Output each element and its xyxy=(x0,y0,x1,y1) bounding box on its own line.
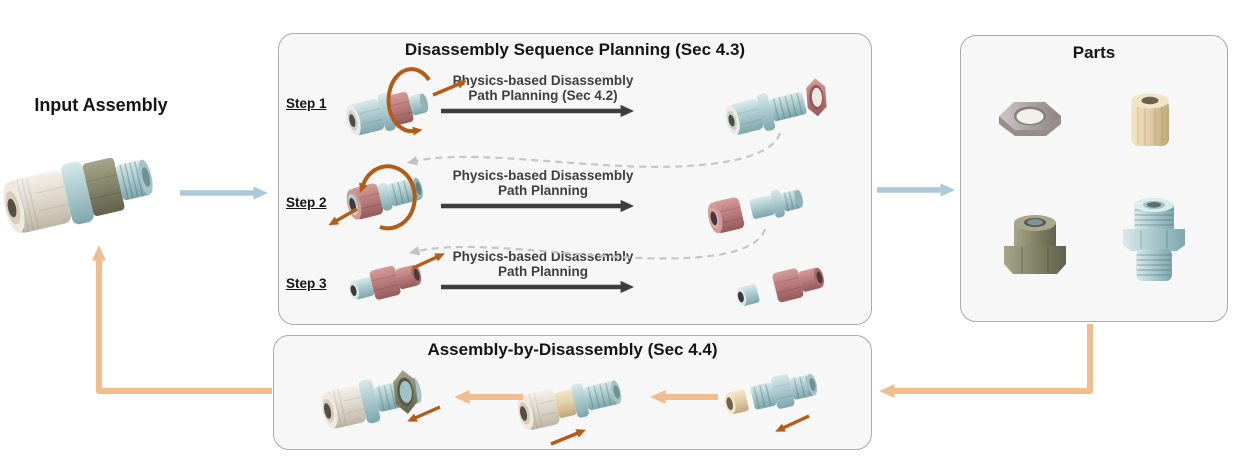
step-2-result-illustration xyxy=(708,189,804,234)
assembly-stage-2-illustration xyxy=(517,380,622,430)
step-3-process-label: Physics-based Disassembly Path Planning xyxy=(430,249,656,279)
assembly-stage-3-illustration xyxy=(321,370,422,429)
step-1-result-illustration xyxy=(725,78,827,135)
step-1-label: Step 1 xyxy=(286,96,327,111)
process-line: Path Planning xyxy=(497,182,588,198)
process-line: Physics-based Disassembly xyxy=(452,249,634,264)
step-3-input-illustration xyxy=(349,265,422,300)
step-2-input-illustration xyxy=(346,177,423,220)
assembly-box-title: Assembly-by-Disassembly (Sec 4.4) xyxy=(427,340,718,359)
part-cap-nut-illustration xyxy=(1004,215,1066,274)
process-line: Path Planning (Sec 4.2) xyxy=(468,87,618,103)
input-assembly-illustration xyxy=(3,157,153,233)
part-ferrule-illustration xyxy=(1131,93,1169,146)
step-1-input-illustration xyxy=(345,91,429,137)
step-3-label: Step 3 xyxy=(286,276,327,291)
loop-arrow-parts-to-assembly xyxy=(879,324,1093,399)
process-line: Physics-based Disassembly xyxy=(452,73,634,88)
assembly-stage-1-illustration xyxy=(724,373,818,414)
process-line: Path Planning xyxy=(497,263,588,279)
step-2-process-label: Physics-based Disassembly Path Planning xyxy=(430,168,656,198)
parts-box-title: Parts xyxy=(1072,43,1116,62)
planning-box-title: Disassembly Sequence Planning (Sec 4.3) xyxy=(404,40,746,59)
step-3-result-illustration xyxy=(736,267,824,306)
process-line: Physics-based Disassembly xyxy=(452,168,634,183)
part-threaded-nipple-illustration xyxy=(1123,198,1185,281)
input-assembly-label: Input Assembly xyxy=(34,95,168,115)
parts-box xyxy=(960,35,1228,322)
loop-arrow-assembly-to-input xyxy=(91,245,272,394)
part-hex-locknut-illustration xyxy=(999,102,1061,136)
step-1-process-label: Physics-based Disassembly Path Planning … xyxy=(430,73,656,103)
step-2-label: Step 2 xyxy=(286,195,327,210)
